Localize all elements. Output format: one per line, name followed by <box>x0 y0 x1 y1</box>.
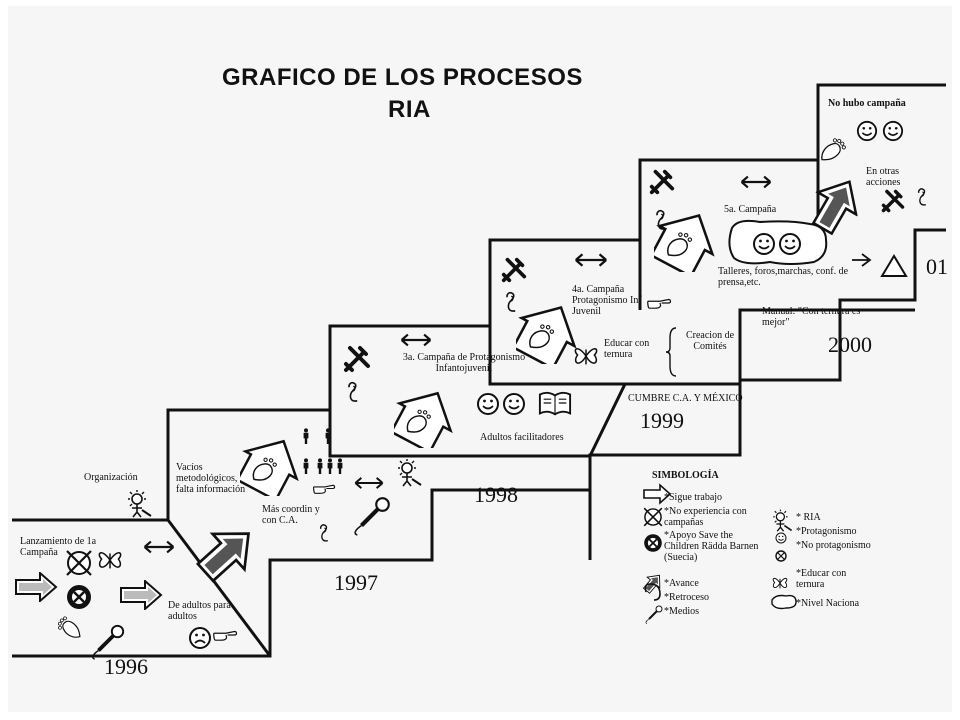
smiley-icon <box>503 393 525 415</box>
tools-icon <box>649 169 675 195</box>
manual-label: Manual: "Con ternura es mejor" <box>762 306 861 328</box>
step-1999-icons <box>501 253 677 377</box>
year-1998: 1998 <box>474 482 518 507</box>
gaps-label: Vacíos metodológicos, falta información <box>176 462 246 495</box>
launch-label: Lanzamiento de 1a Campaña <box>20 536 97 558</box>
committees-label: Creacion de Comités <box>685 330 735 352</box>
people-icon <box>337 458 343 474</box>
year-1999: 1999 <box>640 408 684 433</box>
ear-icon <box>348 381 359 402</box>
hand-point-icon <box>313 484 336 494</box>
hand-point-icon <box>213 630 238 641</box>
step-2000-icons <box>649 169 908 277</box>
triangle-icon <box>880 254 908 277</box>
sad-face-icon <box>189 627 211 649</box>
microphone-icon <box>355 498 389 535</box>
legend-icons <box>639 483 797 624</box>
double-arrow-icon <box>574 253 608 267</box>
legend-title: SIMBOLOGÍA <box>652 470 719 481</box>
tools-icon <box>344 346 370 372</box>
smiley-icon <box>779 233 801 255</box>
campaign-4-label: 4a. Campaña Protagonismo Inf Juvenil <box>572 284 642 317</box>
workshops-label: Talleres, foros,marchas, conf. de prensa… <box>718 266 849 288</box>
butterfly-icon <box>574 348 598 366</box>
page-subtitle: RIA <box>388 96 431 123</box>
house-arrow-icon <box>394 386 456 448</box>
no-protagonism-icon <box>775 550 787 562</box>
adults-label: De adultos para adultos <box>168 600 231 622</box>
sun-figure-icon <box>127 489 152 518</box>
footprint-icon <box>818 134 849 168</box>
sun-figure-icon <box>772 508 793 532</box>
page-title: GRAFICO DE LOS PROCESOS <box>222 64 583 91</box>
double-arrow-icon <box>400 333 432 347</box>
butterfly-icon <box>772 577 788 589</box>
coordination-label: Más coordin y con C.A. <box>262 504 320 526</box>
save-children-icon <box>65 583 93 611</box>
smiley-icon <box>477 393 499 415</box>
smiley-icon <box>753 233 775 255</box>
legend-item: *Apoyo Save the Children Rädda Barnen (S… <box>664 530 759 563</box>
step-1996-icons <box>15 489 238 660</box>
smiley-icon <box>775 532 787 544</box>
educate-label: Educar con ternura <box>604 338 650 360</box>
smiley-icon <box>882 120 904 142</box>
ear-icon <box>319 524 329 542</box>
double-arrow-icon <box>143 540 175 554</box>
people-icon <box>303 458 309 474</box>
footprint-icon <box>55 614 86 640</box>
legend-item: *Sigue trabajo <box>664 492 723 503</box>
facilitators-label: Adultos facilitadores <box>480 432 564 443</box>
organization-label: Organización <box>84 472 138 483</box>
scanned-page <box>8 6 952 712</box>
other-actions-label: En otras acciones <box>866 166 901 188</box>
double-arrow-icon <box>740 175 772 189</box>
map-cloud-icon <box>728 219 828 265</box>
microphone-icon <box>644 605 663 624</box>
legend-item: * RIA <box>796 512 821 523</box>
people-icon <box>303 428 309 444</box>
legend-item: *No protagonismo <box>796 540 871 551</box>
ear-icon <box>506 291 517 312</box>
advance-arrow-icon <box>188 514 266 592</box>
right-arrow-icon <box>119 580 163 610</box>
double-arrow-icon <box>354 476 384 490</box>
campaign-5-label: 5a. Campaña <box>724 204 777 215</box>
legend-item: *Nivel Naciona <box>796 598 860 609</box>
advance-icon <box>639 569 667 597</box>
year-1997: 1997 <box>334 570 378 595</box>
no-experience-icon <box>643 507 663 527</box>
no-campaign-label: No hubo campaña <box>828 98 906 109</box>
people-icon <box>327 458 333 474</box>
legend-item: *Protagonismo <box>796 526 857 537</box>
save-children-icon <box>643 533 663 553</box>
campaign-3-label: 3a. Campaña de Protagonismo Infantojuven… <box>402 352 526 374</box>
year-2001: 01 <box>926 254 948 279</box>
right-arrow-icon <box>643 483 672 505</box>
people-icon <box>317 458 323 474</box>
right-arrow-icon <box>15 572 57 602</box>
tools-icon <box>501 257 527 283</box>
legend-item: *Retroceso <box>664 592 709 603</box>
legend-item: *Medios <box>664 606 699 617</box>
hand-point-icon <box>647 298 672 309</box>
year-2000: 2000 <box>828 332 872 357</box>
ear-icon <box>917 188 927 206</box>
legend-item: *Educar con ternura <box>796 568 847 590</box>
year-1996: 1996 <box>104 654 148 679</box>
sun-figure-icon <box>396 457 423 488</box>
tools-icon <box>881 189 905 213</box>
legend-item: *No experiencia con campañas <box>664 506 747 528</box>
retreat-icon <box>644 583 661 601</box>
map-cloud-icon <box>771 594 797 610</box>
smiley-icon <box>856 120 878 142</box>
book-icon <box>538 391 572 416</box>
legend-item: *Avance <box>664 578 699 589</box>
right-arrow-icon <box>852 253 872 267</box>
summit-label: CUMBRE C.A. Y MÉXICO <box>628 393 743 404</box>
